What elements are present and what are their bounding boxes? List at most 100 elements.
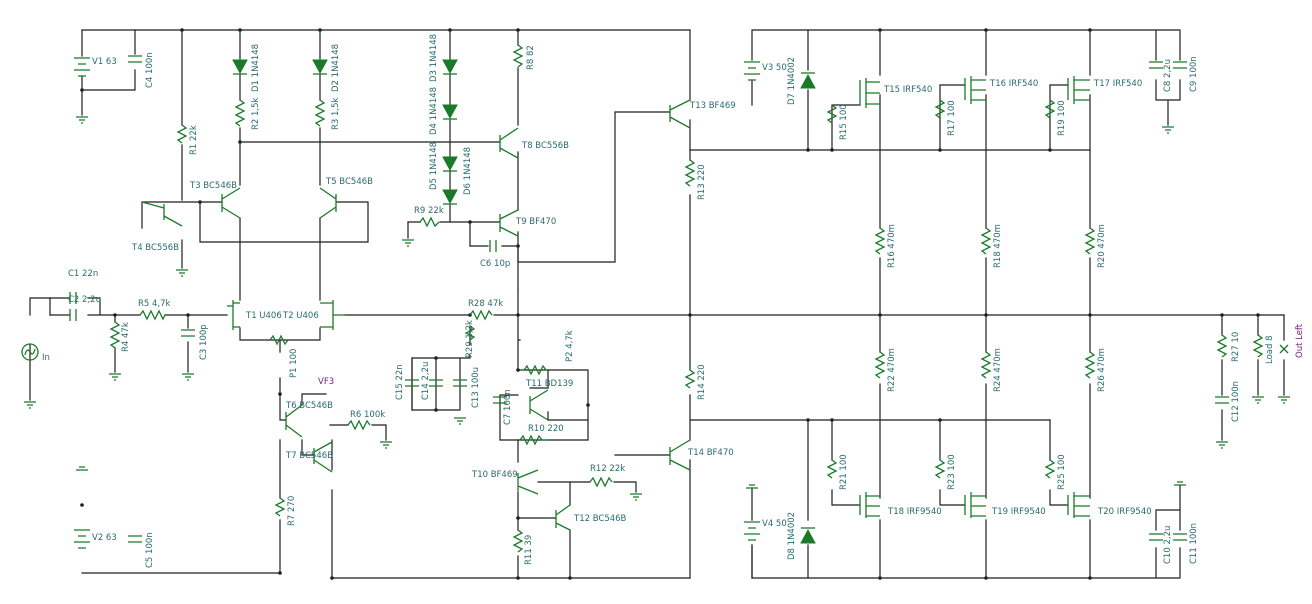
label-t4: T4 BC556B xyxy=(131,243,179,253)
label-t17: T17 IRF540 xyxy=(1093,79,1142,89)
label-p2: P2 4,7k xyxy=(565,330,575,362)
label-r22: R22 470m xyxy=(887,348,897,392)
label-r2: R2 1,5k xyxy=(251,97,261,130)
label-r15: R15 100 xyxy=(839,104,849,140)
label-output: Out Left xyxy=(1295,323,1305,358)
label-d6: D6 1N4148 xyxy=(463,147,473,195)
label-r19: R19 100 xyxy=(1057,100,1067,136)
label-t15: T15 IRF540 xyxy=(883,85,932,95)
ground-symbols xyxy=(24,116,1290,501)
label-r29: R29 1,2k xyxy=(465,320,475,358)
label-r8: R8 82 xyxy=(526,45,536,70)
label-d4: D4 1N4148 xyxy=(429,87,439,135)
label-c7: C7 100n xyxy=(503,389,513,425)
label-r21: R21 100 xyxy=(839,454,849,490)
label-r9: R9 22k xyxy=(414,206,444,216)
label-d5: D5 1N4148 xyxy=(429,142,439,190)
label-c13: C13 100u xyxy=(471,367,481,408)
label-t7: T7 BC546B xyxy=(285,451,333,461)
label-c12: C12 100n xyxy=(1231,381,1241,422)
label-c11: C11 100n xyxy=(1189,523,1199,564)
label-r20: R20 470m xyxy=(1097,224,1107,268)
label-r28: R28 47k xyxy=(468,299,503,309)
label-r27: R27 10 xyxy=(1231,332,1241,362)
label-t11: T11 BD139 xyxy=(525,379,573,389)
label-c8: C8 2,2u xyxy=(1163,59,1173,92)
label-load: Load 8 xyxy=(1265,335,1275,364)
label-c5: C5 100n xyxy=(145,532,155,568)
label-t19: T19 IRF9540 xyxy=(991,507,1046,517)
label-t16: T16 IRF540 xyxy=(989,79,1038,89)
label-t20: T20 IRF9540 xyxy=(1097,507,1152,517)
label-d1: D1 1N4148 xyxy=(251,44,261,92)
label-t8: T8 BC556B xyxy=(521,141,569,151)
label-v2: V2 63 xyxy=(92,533,117,543)
label-r16: R16 470m xyxy=(887,224,897,268)
input-source-icon xyxy=(21,343,39,361)
label-t1: T1 U406 xyxy=(245,311,282,321)
label-d7: D7 1N4002 xyxy=(787,57,797,105)
load-icon xyxy=(1279,344,1289,354)
resistors xyxy=(109,44,1264,553)
capacitors xyxy=(69,55,1229,543)
label-c6: C6 10p xyxy=(480,259,510,269)
label-t2: T2 U406 xyxy=(282,311,319,321)
battery-v1 xyxy=(74,57,90,77)
label-r17: R17 100 xyxy=(947,100,957,136)
label-r5: R5 4,7k xyxy=(138,299,171,309)
wires xyxy=(29,29,1285,579)
jfets xyxy=(227,300,345,330)
label-r26: R26 470m xyxy=(1097,348,1107,392)
label-v4: V4 50 xyxy=(762,519,787,529)
label-r1: R1 22k xyxy=(189,125,199,155)
label-r3: R3 1,5k xyxy=(331,97,341,130)
label-d3: D3 1N4148 xyxy=(429,34,439,82)
label-t12: T12 BC546B xyxy=(573,514,627,524)
label-r4: R4 47k xyxy=(121,322,131,352)
battery-v3 xyxy=(744,61,760,81)
label-c4: C4 100n xyxy=(145,52,155,88)
label-r7: R7 270 xyxy=(287,496,297,526)
label-c3: C3 100p xyxy=(199,324,209,360)
label-t18: T18 IRF9540 xyxy=(887,507,942,517)
label-c2: C2 2,2u xyxy=(68,295,101,305)
label-r13: R13 220 xyxy=(697,164,707,200)
labels: V1 63 V2 63 V3 50 V4 50 C4 100n C5 100n … xyxy=(42,34,1305,568)
label-r24: R24 470m xyxy=(993,348,1003,392)
label-c15: C15 22n xyxy=(395,364,405,400)
label-c14: C14 2,2u xyxy=(421,362,431,400)
label-r23: R23 100 xyxy=(947,454,957,490)
label-d8: D8 1N4002 xyxy=(787,512,797,560)
label-t10: T10 BF469 xyxy=(471,470,518,480)
label-v1: V1 63 xyxy=(92,57,117,67)
components xyxy=(21,44,1290,553)
label-p1: P1 100 xyxy=(289,349,299,378)
label-v3: V3 50 xyxy=(762,63,787,73)
label-t6: T6 BC546B xyxy=(285,401,333,411)
label-t14: T14 BF470 xyxy=(687,448,734,458)
label-input: In xyxy=(42,353,50,363)
label-r11: R11 39 xyxy=(524,535,534,565)
junctions xyxy=(80,28,1260,580)
label-d2: D2 1N4148 xyxy=(331,44,341,92)
battery-v2 xyxy=(74,529,90,549)
label-c9: C9 100n xyxy=(1189,56,1199,92)
label-r6: R6 100k xyxy=(350,410,385,420)
label-r14: R14 220 xyxy=(697,364,707,400)
battery-v4 xyxy=(744,521,760,541)
label-c1: C1 22n xyxy=(68,269,98,279)
mosfets xyxy=(859,76,1090,518)
label-c10: C10 2,2u xyxy=(1163,526,1173,564)
label-t13: T13 BF469 xyxy=(689,101,736,111)
diodes xyxy=(232,59,816,544)
label-r25: R25 100 xyxy=(1057,454,1067,490)
label-r12: R12 22k xyxy=(590,464,625,474)
label-vf3: VF3 xyxy=(318,377,334,387)
label-r18: R18 470m xyxy=(993,224,1003,268)
label-t5: T5 BC546B xyxy=(325,177,373,187)
label-t9: T9 BF470 xyxy=(515,217,556,227)
transistors xyxy=(141,99,691,531)
label-r10: R10 220 xyxy=(528,424,564,434)
